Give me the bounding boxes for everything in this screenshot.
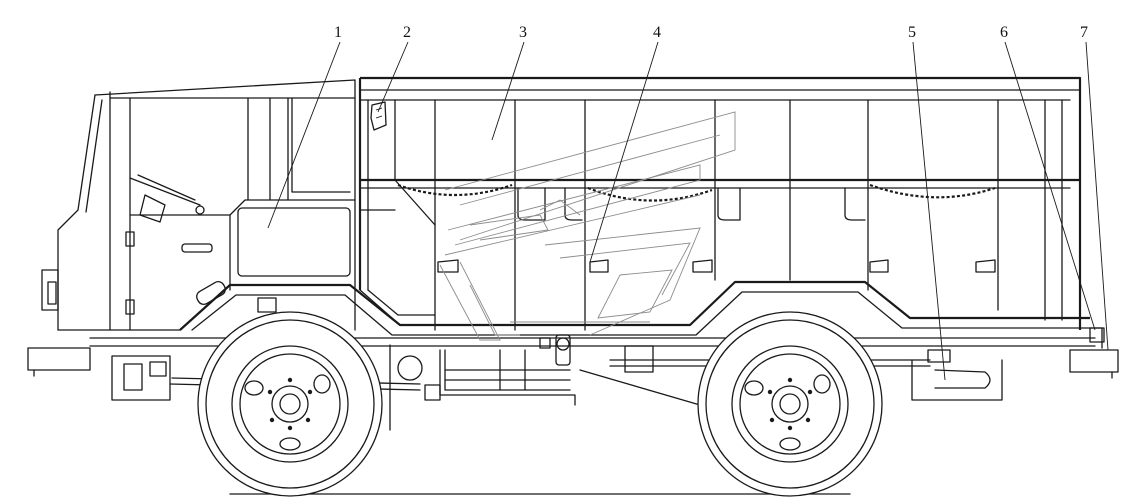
callout-6-leader [1004,41,1096,331]
callout-5: 5 [908,24,946,381]
callout-2-label: 2 [403,24,411,41]
callout-2-leader [377,41,409,113]
callout-6: 6 [1000,24,1096,331]
callout-2: 2 [377,24,411,113]
callout-5-label: 5 [908,24,916,41]
callout-5-leader [912,41,946,381]
callout-7-label: 7 [1080,24,1088,41]
callout-7: 7 [1080,24,1109,351]
rear-wheel [697,311,883,497]
callout-4-label: 4 [653,24,661,41]
callout-1-leader [267,41,341,229]
callout-1-label: 1 [334,24,342,41]
front-wheel [197,311,383,497]
callout-3-label: 3 [519,24,527,41]
callout-6-label: 6 [1000,24,1008,41]
callout-1: 1 [267,24,342,229]
callout-4-leader [589,41,659,263]
callout-4: 4 [589,24,661,263]
callout-7-leader [1085,41,1109,351]
cab [41,79,356,331]
fold-seats-hidden [439,111,736,341]
callout-3-leader [491,41,525,141]
body-frame [27,76,1119,379]
callout-3: 3 [491,24,527,141]
